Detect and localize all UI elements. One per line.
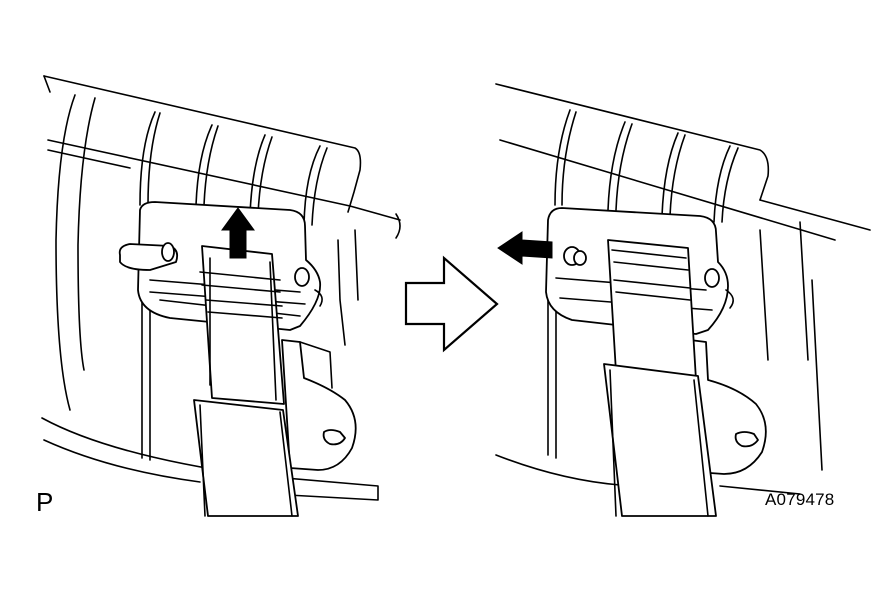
hinge-right [689,339,767,475]
transition-arrow-icon [404,255,499,353]
hinge-left [281,339,357,471]
seat-belt-strap-left [193,399,299,517]
seat-back-right [495,83,871,495]
up-arrow-icon [221,207,255,259]
seat-back-left [41,75,401,501]
left-arrow-icon [497,231,553,265]
seat-belt-strap-right [603,363,717,517]
view-marker-label: P [36,487,54,517]
panel-left-step-1 [41,75,401,517]
belt-tab-left [199,245,285,405]
figure-code-label: A079478 [765,490,835,509]
belt-tab-right [607,239,697,381]
panel-right-step-2 [495,83,871,517]
